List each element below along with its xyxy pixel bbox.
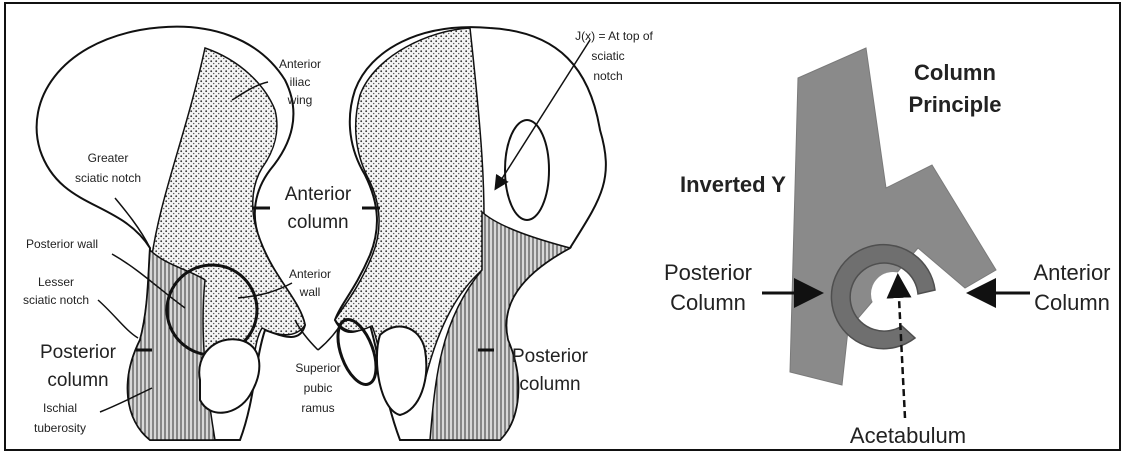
- label-anterior-wall-2: wall: [299, 285, 321, 299]
- label-lesser-sciatic-1: Lesser: [38, 275, 74, 289]
- label-ischial-1: Ischial: [43, 401, 77, 415]
- svg-text:Column: Column: [1034, 290, 1110, 315]
- svg-text:Anterior: Anterior: [279, 57, 321, 71]
- label-posterior-wall: Posterior wall: [26, 237, 98, 251]
- label-anterior-column-r-2: Column: [1034, 290, 1110, 315]
- svg-text:tuberosity: tuberosity: [34, 421, 86, 435]
- acetabulum-center: [871, 272, 915, 316]
- label-anterior-column-r-1: Anterior: [1033, 260, 1110, 285]
- title-column: Column: [914, 60, 996, 85]
- label-posterior-column-r-2: Column: [670, 290, 746, 315]
- label-jx-1: J(x) = At top of: [575, 29, 653, 43]
- label-superior-pubic-1: Superior: [295, 361, 340, 375]
- svg-text:Anterior: Anterior: [1033, 260, 1110, 285]
- label-posterior-column-left-1: Posterior: [40, 342, 117, 363]
- svg-text:column: column: [47, 370, 108, 391]
- label-ischial-2: tuberosity: [34, 421, 86, 435]
- label-superior-pubic-3: ramus: [301, 401, 334, 415]
- svg-text:Greater: Greater: [88, 151, 129, 165]
- svg-text:notch: notch: [593, 69, 622, 83]
- svg-text:Column: Column: [914, 60, 996, 85]
- svg-text:Principle: Principle: [909, 92, 1002, 117]
- svg-text:sciatic notch: sciatic notch: [23, 293, 89, 307]
- svg-text:Anterior: Anterior: [285, 184, 352, 205]
- label-anterior-iliac-wing-1: Anterior: [279, 57, 321, 71]
- svg-text:sciatic notch: sciatic notch: [75, 171, 141, 185]
- label-anterior-iliac-wing-3: wing: [287, 93, 313, 107]
- svg-text:wall: wall: [299, 285, 321, 299]
- label-jx-2: sciatic: [591, 49, 624, 63]
- svg-text:iliac: iliac: [290, 75, 311, 89]
- svg-text:sciatic: sciatic: [591, 49, 624, 63]
- svg-text:Superior: Superior: [295, 361, 340, 375]
- column-principle-diagram: Column Principle Inverted Y Posterior Co…: [664, 48, 1111, 448]
- label-anterior-wall-1: Anterior: [289, 267, 331, 281]
- label-posterior-column-right-2: column: [519, 374, 580, 395]
- label-posterior-column-right-1: Posterior: [512, 346, 589, 367]
- label-inverted-y: Inverted Y: [680, 172, 786, 197]
- svg-text:pubic: pubic: [304, 381, 333, 395]
- svg-text:wing: wing: [287, 93, 313, 107]
- title-principle: Principle: [909, 92, 1002, 117]
- svg-text:Posterior: Posterior: [40, 342, 117, 363]
- label-anterior-iliac-wing-2: iliac: [290, 75, 311, 89]
- left-posterior-column-region: [128, 250, 215, 440]
- label-lesser-sciatic-2: sciatic notch: [23, 293, 89, 307]
- svg-text:J(x) = At top of: J(x) = At top of: [575, 29, 653, 43]
- svg-text:Lesser: Lesser: [38, 275, 74, 289]
- label-posterior-column-r-1: Posterior: [664, 260, 752, 285]
- label-greater-sciatic-1: Greater: [88, 151, 129, 165]
- svg-text:Anterior: Anterior: [289, 267, 331, 281]
- svg-text:Posterior: Posterior: [512, 346, 589, 367]
- svg-text:Column: Column: [670, 290, 746, 315]
- svg-text:column: column: [519, 374, 580, 395]
- label-superior-pubic-2: pubic: [304, 381, 333, 395]
- label-acetabulum: Acetabulum: [850, 423, 966, 448]
- svg-text:column: column: [287, 212, 348, 233]
- label-greater-sciatic-2: sciatic notch: [75, 171, 141, 185]
- label-anterior-column-2: column: [287, 212, 348, 233]
- svg-text:Posterior: Posterior: [664, 260, 752, 285]
- label-anterior-column-1: Anterior: [285, 184, 352, 205]
- label-posterior-column-left-2: column: [47, 370, 108, 391]
- svg-text:ramus: ramus: [301, 401, 334, 415]
- svg-text:Ischial: Ischial: [43, 401, 77, 415]
- label-jx-3: notch: [593, 69, 622, 83]
